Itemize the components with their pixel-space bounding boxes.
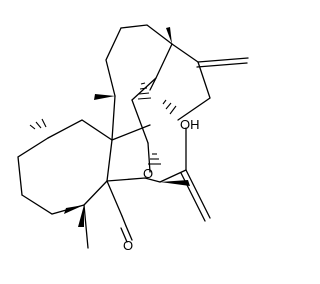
wedge-bond — [78, 205, 84, 227]
bond — [106, 139, 113, 182]
bond-carbonyl — [180, 172, 206, 222]
wedge-bond — [64, 205, 84, 214]
atom-labels: OH O O — [123, 117, 200, 253]
bond — [106, 180, 123, 217]
bond — [131, 99, 149, 144]
bond — [131, 77, 157, 101]
hydroxyl-label: OH — [180, 117, 200, 132]
ketone-oxygen-label: O — [123, 238, 133, 253]
bond-carbonyl — [185, 169, 211, 219]
bond — [121, 215, 127, 227]
bond — [21, 194, 85, 215]
bond — [17, 137, 49, 196]
ring-oxygen-label: O — [143, 166, 153, 181]
bond — [111, 124, 151, 141]
bond — [105, 27, 122, 97]
bond — [120, 24, 173, 45]
bond-carbonyl — [125, 225, 133, 241]
bond — [47, 119, 113, 141]
bond — [171, 43, 199, 63]
bond — [106, 177, 161, 183]
hashed-bond — [137, 82, 152, 100]
bond — [83, 204, 89, 249]
bond — [147, 142, 151, 173]
hashed-bond — [29, 118, 47, 130]
bond — [111, 95, 116, 141]
bonds — [17, 24, 249, 249]
bond — [83, 180, 108, 206]
bond — [149, 43, 173, 91]
hashed-bond — [162, 99, 177, 115]
bond — [177, 61, 211, 121]
bond-methylene — [196, 62, 248, 68]
stereo-bonds — [29, 27, 190, 227]
wedge-bond — [160, 180, 190, 186]
chemical-structure-diagram: OH O O — [17, 24, 249, 253]
bond — [159, 169, 187, 183]
wedge-bond — [166, 27, 172, 44]
hashed-bond — [148, 153, 161, 165]
bond-methylene — [197, 57, 249, 63]
wedge-bond — [94, 94, 115, 100]
bond-carbonyl — [120, 227, 128, 243]
